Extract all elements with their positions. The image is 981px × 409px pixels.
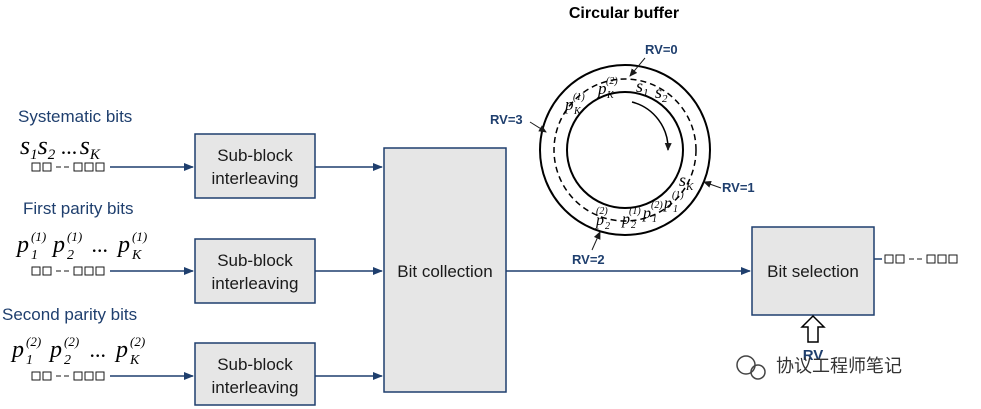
subblock-interleaver-2: Sub-block interleaving [194,238,316,304]
svg-text:1: 1 [673,204,678,215]
rv2-label: RV=2 [572,252,605,267]
svg-text:(1): (1) [629,206,641,217]
bit-squares-output [884,254,958,264]
svg-text:(1): (1) [132,229,147,244]
svg-text:(1): (1) [672,190,684,201]
rv3-label: RV=3 [490,112,523,127]
wechat-icon [736,355,756,375]
bit-squares-systematic [31,162,105,172]
rv-input-arrow [800,314,826,343]
svg-text:p: p [564,95,574,114]
svg-text:(2): (2) [606,76,618,87]
svg-text:p: p [116,232,130,258]
svg-text:1: 1 [26,353,33,368]
rv3-pointer [529,121,547,133]
svg-text:p: p [114,337,128,363]
svg-text:2: 2 [605,221,610,232]
svg-text:interleaving: interleaving [212,169,299,188]
svg-text:2: 2 [67,248,74,263]
rv1-pointer [703,181,722,189]
svg-text:interleaving: interleaving [212,274,299,293]
bit-collection-block: Bit collection [383,147,507,393]
second-parity-sequence: p 1 (2) p 2 (2) ... p K (2) [10,334,145,368]
svg-text:(1): (1) [67,229,82,244]
svg-text:Bit collection: Bit collection [397,262,492,281]
circular-buffer-title: Circular buffer [569,5,679,22]
rv2-pointer [591,231,601,251]
svg-text:(2): (2) [64,334,79,349]
rv1-label: RV=1 [722,180,755,195]
bit-squares-second-parity [31,371,105,381]
svg-text:(2): (2) [26,334,41,349]
svg-text:K: K [129,353,140,368]
svg-text:2: 2 [631,220,636,231]
svg-text:1: 1 [31,248,38,263]
svg-text:Bit selection: Bit selection [767,262,859,281]
svg-text:interleaving: interleaving [212,378,299,397]
svg-text:K: K [606,90,615,101]
svg-text:...: ... [90,337,107,362]
svg-text:2: 2 [64,353,71,368]
svg-text:p: p [621,211,630,228]
subblock-interleaver-3: Sub-block interleaving [194,342,316,406]
rotation-arrow [631,101,672,151]
first-parity-sequence: p 1 (1) p 2 (1) ... p K (1) [15,229,147,263]
svg-text:p: p [51,232,65,258]
rv-input-label: RV [803,347,824,364]
svg-text:p: p [595,212,604,229]
svg-text:Sub-block: Sub-block [217,251,293,270]
svg-text:K: K [573,106,582,117]
svg-text:1: 1 [652,214,657,225]
svg-text:s1: s1 [636,76,649,99]
svg-text:K: K [131,248,142,263]
svg-text:p: p [10,337,24,363]
svg-text:协议工程师笔记: 协议工程师笔记 [776,356,902,377]
svg-text:p: p [642,205,651,222]
svg-text:p: p [15,232,29,258]
watermark: 协议工程师笔记 [736,355,902,380]
svg-text:p: p [597,79,607,98]
svg-text:p: p [663,195,672,212]
rv0-pointer [629,57,646,77]
subblock-interleaver-1: Sub-block interleaving [194,133,316,199]
svg-text:(2): (2) [651,200,663,211]
svg-text:(2): (2) [596,206,608,217]
svg-text:(1): (1) [573,92,585,103]
svg-text:s2: s2 [655,82,668,105]
svg-text:Sub-block: Sub-block [217,146,293,165]
bit-selection-block: Bit selection [751,226,875,316]
systematic-bits-label: Systematic bits [18,107,132,126]
second-parity-bits-label: Second parity bits [2,305,137,324]
svg-text:(1): (1) [31,229,46,244]
first-parity-bits-label: First parity bits [23,199,134,218]
svg-text:(2): (2) [130,334,145,349]
svg-text:...: ... [92,232,109,257]
systematic-sequence: s1s2...sK [20,131,101,163]
buffer-contents: s1 s2 p K (2) p K (1) sK p 1 (1) p 1 (2)… [564,76,694,232]
rv0-label: RV=0 [645,42,678,57]
circular-buffer [539,64,711,236]
svg-text:p: p [48,337,62,363]
svg-text:Sub-block: Sub-block [217,355,293,374]
bit-squares-first-parity [31,266,105,276]
